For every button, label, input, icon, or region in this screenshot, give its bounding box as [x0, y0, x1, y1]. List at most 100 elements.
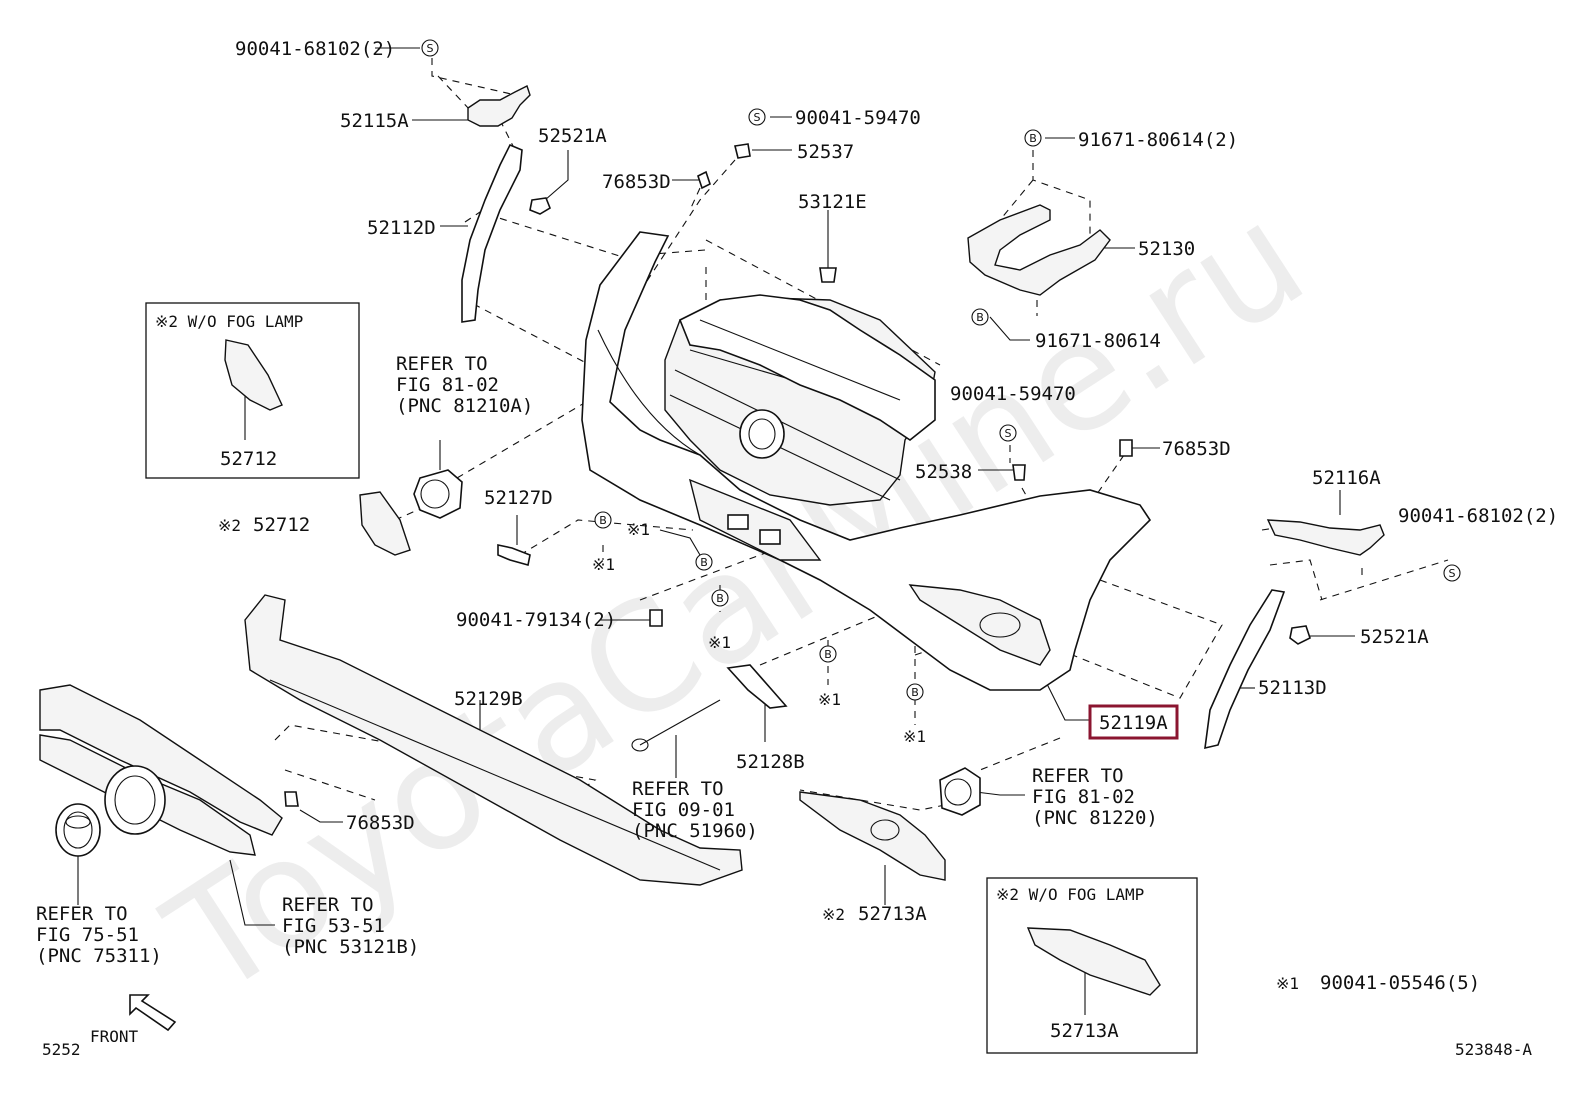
svg-text:(PNC 81220): (PNC 81220): [1032, 807, 1158, 829]
clip-76853D-bottom: [284, 791, 299, 807]
label-52113D: 52113D: [1258, 677, 1327, 699]
svg-text:FIG 09-01: FIG 09-01: [632, 799, 735, 821]
fog-lamp-left: [413, 469, 463, 519]
label-52115A: 52115A: [340, 110, 409, 132]
bumper-emblem: [739, 409, 785, 459]
fog-lamp-right: [939, 767, 981, 816]
bumper-cover-52119A: [581, 231, 1152, 691]
svg-text:S: S: [754, 111, 761, 124]
label-76853D-top: 76853D: [602, 171, 671, 193]
page-ref: 5252: [42, 1040, 81, 1059]
svg-text:REFER TO: REFER TO: [396, 353, 488, 375]
label-91671-80614: 91671-80614: [1035, 330, 1161, 352]
label-x2-52712: ※2: [218, 516, 241, 535]
clip-52521A-top: [529, 197, 551, 215]
label-x1-b: ※1: [592, 555, 615, 574]
clip-52537: [734, 143, 751, 159]
svg-text:REFER TO: REFER TO: [282, 894, 374, 916]
front-label: FRONT: [90, 1027, 139, 1046]
svg-text:※1: ※1: [1276, 974, 1299, 993]
label-52521A-top: 52521A: [538, 125, 607, 147]
label-52129B: 52129B: [454, 688, 523, 710]
label-52521A-right: 52521A: [1360, 626, 1429, 648]
label-53121E: 53121E: [798, 191, 867, 213]
refer-block-emblem: REFER TO FIG 75-51 (PNC 75311): [36, 903, 162, 967]
label-52128B: 52128B: [736, 751, 805, 773]
side-retainer-52112D: [461, 143, 523, 323]
svg-text:FIG 53-51: FIG 53-51: [282, 915, 385, 937]
svg-text:(PNC 75311): (PNC 75311): [36, 945, 162, 967]
refer-block-fog-left: REFER TO FIG 81-02 (PNC 81210A): [396, 353, 533, 417]
leader-lines: [77, 47, 1355, 1015]
front-arrow: FRONT: [90, 994, 177, 1046]
diagram-code: 523848-A: [1455, 1040, 1532, 1059]
svg-text:(PNC 53121B): (PNC 53121B): [282, 936, 419, 958]
label-52713A: 52713A: [858, 903, 927, 925]
label-76853D-right: 76853D: [1162, 438, 1231, 460]
label-52712: 52712: [253, 514, 310, 536]
parts: [39, 85, 1385, 886]
inset-box-right: ※2 W/O FOG LAMP 52713A: [986, 877, 1198, 1054]
fog-cover-52712: [359, 491, 411, 556]
b-symbol-1: B: [1024, 129, 1042, 147]
grille-emblem: [104, 765, 166, 835]
bracket-52116A: [1266, 519, 1385, 556]
refer-block-grille: REFER TO FIG 53-51 (PNC 53121B): [282, 894, 419, 958]
label-x1-d: ※1: [818, 690, 841, 709]
svg-text:90041-05546(5): 90041-05546(5): [1320, 972, 1480, 994]
svg-text:REFER TO: REFER TO: [1032, 765, 1124, 787]
label-90041-79134: 90041-79134(2): [456, 609, 616, 631]
label-52116A: 52116A: [1312, 467, 1381, 489]
svg-text:B: B: [911, 686, 919, 699]
svg-text:FIG 81-02: FIG 81-02: [396, 374, 499, 396]
part-52127D: [497, 544, 531, 567]
svg-text:REFER TO: REFER TO: [36, 903, 128, 925]
svg-text:B: B: [824, 648, 832, 661]
label-52130: 52130: [1138, 238, 1195, 260]
label-90041-68102-right: 90041-68102(2): [1398, 505, 1558, 527]
label-x2-52713A: ※2: [822, 905, 845, 924]
label-52538: 52538: [915, 461, 972, 483]
svg-text:B: B: [700, 556, 708, 569]
toyota-emblem: [55, 803, 101, 857]
clip-76853D-top: [697, 170, 711, 190]
inset-box-left: ※2 W/O FOG LAMP 52712: [145, 302, 360, 479]
bracket-52115A: [467, 85, 531, 127]
tow-cover-cable: [639, 699, 721, 746]
s-symbol-1: S: [421, 39, 439, 57]
b-symbol-4: B: [695, 553, 713, 571]
svg-text:S: S: [1005, 427, 1012, 440]
side-retainer-52113D: [1204, 589, 1286, 750]
clip-90041-79134: [649, 609, 663, 627]
label-x1-c: ※1: [708, 633, 731, 652]
svg-text:FIG 75-51: FIG 75-51: [36, 924, 139, 946]
svg-text:B: B: [599, 514, 607, 527]
inset-right-part: 52713A: [1050, 1020, 1119, 1042]
clip-53121E: [819, 267, 837, 283]
b-symbol-7: B: [906, 683, 924, 701]
fastener-symbols: S S S S B B B B B B B: [421, 39, 1461, 701]
svg-text:REFER TO: REFER TO: [632, 778, 724, 800]
label-x1-e: ※1: [903, 727, 926, 746]
svg-text:B: B: [1029, 132, 1037, 145]
b-symbol-2: B: [971, 308, 989, 326]
svg-text:FIG 81-02: FIG 81-02: [1032, 786, 1135, 808]
label-90041-59470-top: 90041-59470: [795, 107, 921, 129]
s-symbol-3: S: [999, 424, 1017, 442]
svg-text:(PNC 81210A): (PNC 81210A): [396, 395, 533, 417]
b-symbol-5: B: [711, 589, 729, 607]
clip-52521A-right: [1289, 625, 1311, 645]
label-91671-80614-2: 91671-80614(2): [1078, 129, 1238, 151]
svg-text:S: S: [1449, 567, 1456, 580]
footnote: ※1 90041-05546(5): [1276, 972, 1480, 994]
clip-52538: [1012, 464, 1026, 481]
bracket-52130: [967, 204, 1111, 296]
upper-cover-53121E: [678, 294, 936, 441]
s-symbol-4: S: [1443, 564, 1461, 582]
label-90041-68102-top: 90041-68102(2): [235, 38, 395, 60]
s-symbol-2: S: [748, 108, 766, 126]
inset-left-title: ※2 W/O FOG LAMP: [155, 312, 303, 331]
svg-text:B: B: [716, 592, 724, 605]
label-x1-a: ※1: [627, 520, 650, 539]
